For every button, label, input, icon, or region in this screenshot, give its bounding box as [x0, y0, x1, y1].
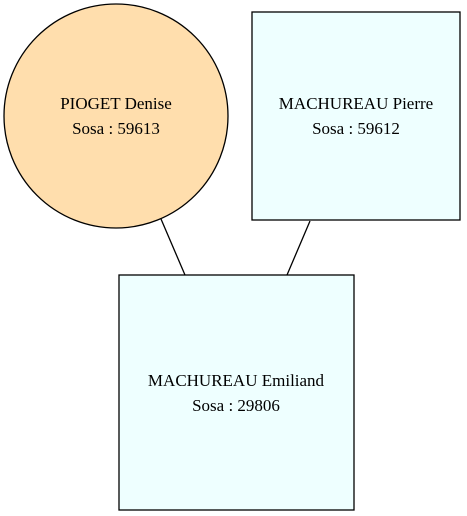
person-node-mother[interactable]: PIOGET Denise Sosa : 59613: [3, 3, 229, 229]
person-node-child[interactable]: MACHUREAU Emiliand Sosa : 29806: [118, 274, 355, 511]
mother-sosa-label: Sosa : 59613: [72, 119, 160, 138]
person-node-father[interactable]: MACHUREAU Pierre Sosa : 59612: [251, 11, 461, 221]
father-name-label: MACHUREAU Pierre: [279, 94, 433, 113]
mother-name-label: PIOGET Denise: [60, 94, 172, 113]
mother-node-shape: [3, 3, 229, 229]
child-node-shape: [118, 274, 355, 511]
child-sosa-label: Sosa : 29806: [192, 396, 280, 415]
edge-father-to-child: [286, 220, 311, 276]
edge-mother-to-child: [160, 218, 186, 276]
father-node-shape: [251, 11, 461, 221]
father-sosa-label: Sosa : 59612: [312, 119, 400, 138]
child-name-label: MACHUREAU Emiliand: [148, 371, 325, 390]
